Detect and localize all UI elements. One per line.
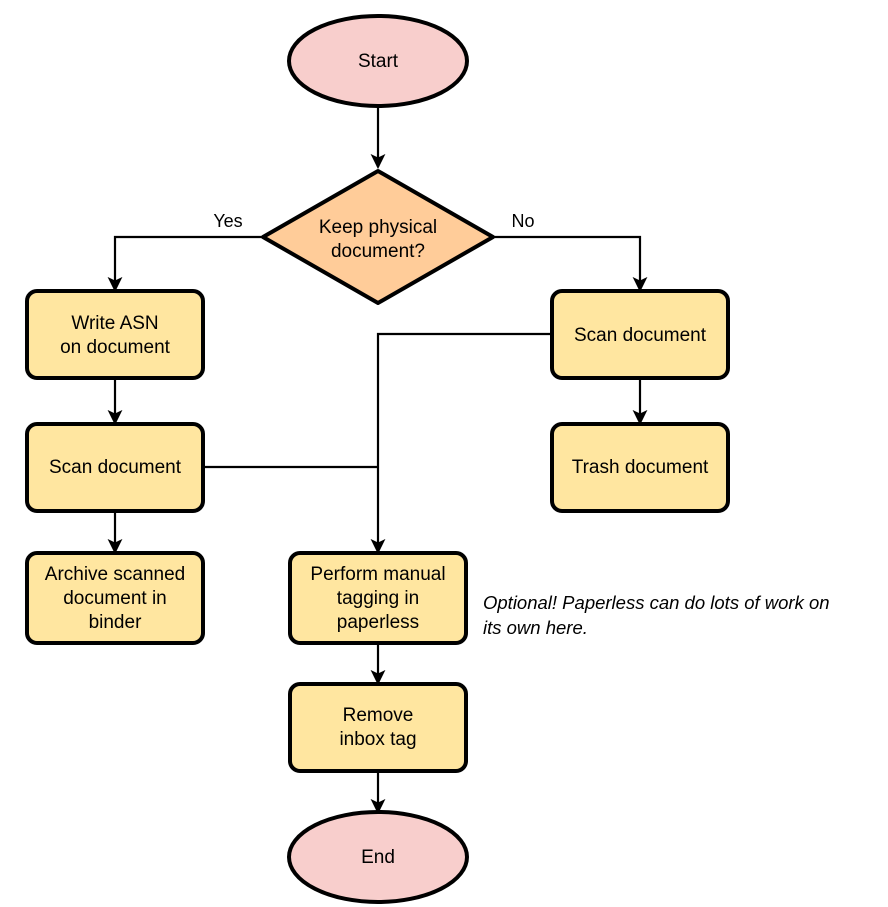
annotation-line1: Optional! Paperless can do lots of work … [483,592,830,613]
node-start[interactable]: Start [287,14,469,108]
node-archive-label-line2: document in [63,588,167,609]
node-end-label: End [361,847,395,868]
node-archive-label-line3: binder [89,612,142,633]
edge-decision-no-to-scan-right [493,235,648,293]
node-end-shape[interactable] [287,810,469,904]
node-decision-keep-physical-document[interactable]: Keep physical document? [261,169,495,305]
node-decision-label-line2: document? [331,241,425,262]
edge-layer [107,106,648,815]
node-scan-document-left[interactable]: Scan document [25,422,205,513]
edge-label-no: No [511,211,534,231]
annotation-line2: its own here. [483,617,588,638]
node-scan-document-right[interactable]: Scan document [550,289,730,380]
node-scan-document-right-label: Scan document [574,325,707,346]
node-tagging-shape[interactable] [288,551,468,645]
node-write-asn-shape[interactable] [25,289,205,380]
edge-label-layer: Yes No [213,211,534,231]
node-trash-document[interactable]: Trash document [550,422,730,513]
node-write-asn-label-line2: on document [60,337,171,358]
edge-label-yes: Yes [213,211,242,231]
node-start-label: Start [358,51,399,72]
node-tagging-label-line3: paperless [337,612,419,633]
node-perform-manual-tagging[interactable]: Perform manual tagging in paperless [288,551,468,645]
node-remove-inbox-tag[interactable]: Remove inbox tag [288,682,468,773]
node-start-shape[interactable] [287,14,469,108]
annotation-optional-paperless: Optional! Paperless can do lots of work … [483,592,830,638]
node-tagging-label-line2: tagging in [337,588,419,609]
node-end[interactable]: End [287,810,469,904]
node-write-asn-label-line1: Write ASN [71,313,158,334]
edge-decision-yes-to-write-asn [107,235,263,293]
node-archive-label-line1: Archive scanned [45,564,185,585]
edge-scan-right-to-tagging [370,332,552,555]
node-archive-scanned-document[interactable]: Archive scanned document in binder [25,551,205,645]
node-scan-document-left-shape[interactable] [25,422,205,513]
node-tagging-label-line1: Perform manual [310,564,445,585]
node-trash-shape[interactable] [550,422,730,513]
node-decision-label-line1: Keep physical [319,217,437,238]
node-remove-inbox-label-line1: Remove [343,705,414,726]
node-remove-inbox-shape[interactable] [288,682,468,773]
node-archive-shape[interactable] [25,551,205,645]
node-scan-document-right-shape[interactable] [550,289,730,380]
node-scan-document-left-label: Scan document [49,457,182,478]
node-write-asn[interactable]: Write ASN on document [25,289,205,380]
node-remove-inbox-label-line2: inbox tag [339,729,416,750]
node-trash-label: Trash document [572,457,709,478]
node-decision-shape[interactable] [261,169,495,305]
